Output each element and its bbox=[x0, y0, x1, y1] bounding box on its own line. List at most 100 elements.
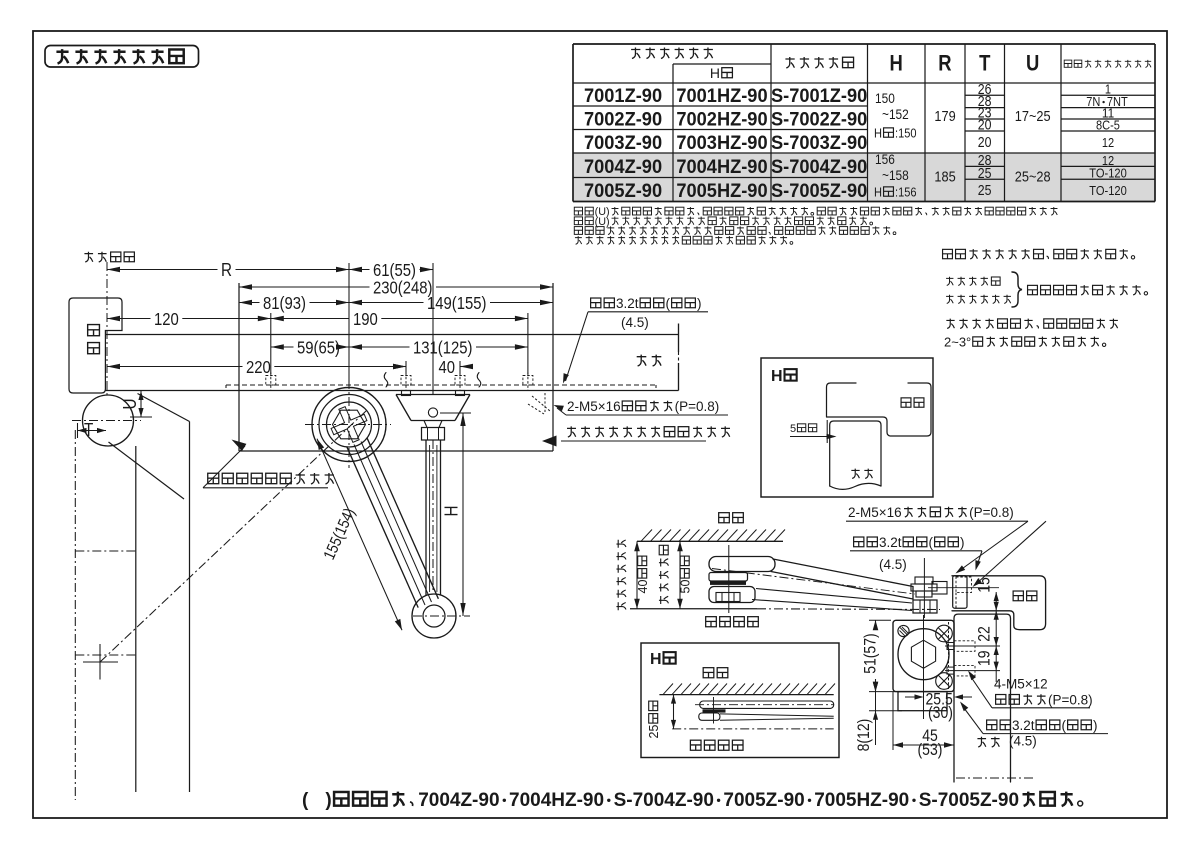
svg-text:22: 22 bbox=[975, 626, 993, 642]
svg-text:20: 20 bbox=[978, 135, 992, 151]
svg-text:S-7004Z-90: S-7004Z-90 bbox=[771, 157, 867, 178]
svg-text:H: H bbox=[442, 506, 462, 517]
svg-text:(P=0.8): (P=0.8) bbox=[969, 505, 1014, 520]
svg-text:): ) bbox=[697, 296, 702, 311]
svg-text:S-7003Z-90: S-7003Z-90 bbox=[771, 133, 867, 154]
svg-text:S-7002Z-90: S-7002Z-90 bbox=[771, 109, 867, 130]
svg-text:12: 12 bbox=[1102, 153, 1114, 168]
svg-text:45: 45 bbox=[922, 727, 938, 745]
svg-text:2-M5×16: 2-M5×16 bbox=[567, 399, 621, 414]
svg-text:23: 23 bbox=[978, 106, 992, 122]
svg-text:H: H bbox=[890, 51, 903, 76]
svg-text:25.5: 25.5 bbox=[926, 691, 953, 709]
svg-text:H: H bbox=[874, 185, 882, 200]
svg-text:2-M5×16: 2-M5×16 bbox=[848, 505, 902, 520]
svg-text:S-7001Z-90: S-7001Z-90 bbox=[771, 86, 867, 107]
svg-text:H: H bbox=[771, 368, 783, 385]
svg-text:25: 25 bbox=[978, 166, 992, 182]
svg-text:T: T bbox=[84, 420, 93, 440]
svg-text:51(57): 51(57) bbox=[862, 633, 880, 674]
svg-text:(: ( bbox=[929, 535, 934, 550]
svg-text:7004Z-90: 7004Z-90 bbox=[584, 157, 662, 178]
svg-text:12: 12 bbox=[1102, 135, 1114, 150]
svg-text:): ) bbox=[1093, 718, 1098, 733]
svg-text:(4.5): (4.5) bbox=[621, 315, 649, 330]
svg-text:3.2t: 3.2t bbox=[1012, 718, 1035, 733]
svg-text:190: 190 bbox=[353, 309, 378, 329]
svg-text:230(248): 230(248) bbox=[373, 277, 433, 297]
svg-text:11: 11 bbox=[1102, 106, 1114, 121]
svg-text:U: U bbox=[1026, 51, 1039, 76]
svg-text:40: 40 bbox=[636, 580, 650, 594]
svg-text:185: 185 bbox=[934, 169, 955, 186]
svg-text:25~28: 25~28 bbox=[1015, 169, 1051, 186]
svg-text:S-7005Z-90: S-7005Z-90 bbox=[919, 790, 1019, 811]
svg-text:(4.5): (4.5) bbox=[879, 557, 907, 572]
svg-text:156: 156 bbox=[875, 151, 895, 167]
svg-text:7001HZ-90: 7001HZ-90 bbox=[676, 86, 767, 107]
svg-text:S-7004Z-90: S-7004Z-90 bbox=[614, 790, 714, 811]
svg-text:28: 28 bbox=[978, 94, 992, 110]
svg-text:7N: 7N bbox=[1086, 94, 1100, 109]
svg-text:3.2t: 3.2t bbox=[616, 296, 639, 311]
svg-text::156: :156 bbox=[895, 185, 917, 200]
svg-text:(P=0.8): (P=0.8) bbox=[1048, 693, 1093, 708]
svg-text:(53): (53) bbox=[918, 741, 943, 759]
svg-text:): ) bbox=[960, 535, 965, 550]
svg-text:4-M5×12: 4-M5×12 bbox=[994, 677, 1048, 692]
svg-text:220: 220 bbox=[246, 357, 271, 377]
svg-text:131(125): 131(125) bbox=[413, 337, 473, 357]
svg-text:25: 25 bbox=[647, 725, 661, 739]
svg-text:7002Z-90: 7002Z-90 bbox=[584, 109, 662, 130]
svg-text:7003Z-90: 7003Z-90 bbox=[584, 133, 662, 154]
svg-text:7004Z-90: 7004Z-90 bbox=[418, 790, 499, 811]
svg-text:7004HZ-90: 7004HZ-90 bbox=[509, 790, 604, 811]
svg-text:R: R bbox=[221, 260, 232, 280]
svg-text:(30): (30) bbox=[928, 704, 953, 722]
svg-text:3.2t: 3.2t bbox=[879, 535, 902, 550]
svg-text:5: 5 bbox=[790, 423, 796, 435]
svg-text:28: 28 bbox=[978, 153, 992, 169]
svg-text:7NT: 7NT bbox=[1107, 94, 1128, 109]
svg-text:(4.5): (4.5) bbox=[1009, 734, 1037, 749]
svg-text:19: 19 bbox=[975, 651, 993, 667]
svg-text:(U): (U) bbox=[595, 216, 610, 228]
svg-text:H: H bbox=[710, 65, 720, 81]
svg-text:S-7005Z-90: S-7005Z-90 bbox=[771, 181, 867, 202]
svg-text:149(155): 149(155) bbox=[427, 293, 487, 313]
svg-text:61(55): 61(55) bbox=[373, 260, 416, 280]
svg-text:120: 120 bbox=[154, 309, 179, 329]
svg-text:150: 150 bbox=[875, 90, 895, 106]
svg-text:25: 25 bbox=[978, 183, 992, 199]
svg-text:T: T bbox=[979, 51, 991, 76]
svg-text:17~25: 17~25 bbox=[1015, 108, 1051, 125]
svg-text:7003HZ-90: 7003HZ-90 bbox=[676, 133, 767, 154]
svg-text:(U): (U) bbox=[595, 206, 610, 218]
svg-text:(: ( bbox=[1062, 718, 1067, 733]
svg-text:~158: ~158 bbox=[882, 167, 909, 183]
svg-text:2~3°: 2~3° bbox=[944, 335, 971, 350]
svg-text:81(93): 81(93) bbox=[263, 293, 306, 313]
svg-text:7005HZ-90: 7005HZ-90 bbox=[814, 790, 909, 811]
svg-text:7005Z-90: 7005Z-90 bbox=[723, 790, 804, 811]
svg-text:TO-120: TO-120 bbox=[1089, 183, 1127, 198]
svg-text:15: 15 bbox=[975, 577, 993, 593]
svg-text:26: 26 bbox=[978, 82, 992, 98]
svg-text::150: :150 bbox=[895, 126, 917, 141]
svg-text:H: H bbox=[874, 126, 882, 141]
svg-text:50: 50 bbox=[679, 580, 693, 594]
svg-text:7005HZ-90: 7005HZ-90 bbox=[676, 181, 767, 202]
svg-text:H: H bbox=[650, 651, 662, 668]
svg-text:R: R bbox=[938, 51, 951, 76]
svg-text:40: 40 bbox=[439, 357, 456, 377]
svg-text:1: 1 bbox=[1105, 82, 1111, 97]
svg-text:7004HZ-90: 7004HZ-90 bbox=[676, 157, 767, 178]
svg-text:8(12): 8(12) bbox=[855, 719, 873, 752]
svg-text:7005Z-90: 7005Z-90 bbox=[584, 181, 662, 202]
svg-text:179: 179 bbox=[934, 108, 955, 125]
svg-text:TO-120: TO-120 bbox=[1089, 166, 1127, 181]
svg-text:7001Z-90: 7001Z-90 bbox=[584, 86, 662, 107]
svg-text:U: U bbox=[120, 399, 140, 410]
svg-text:59(65): 59(65) bbox=[297, 337, 340, 357]
svg-text:(: ( bbox=[666, 296, 671, 311]
